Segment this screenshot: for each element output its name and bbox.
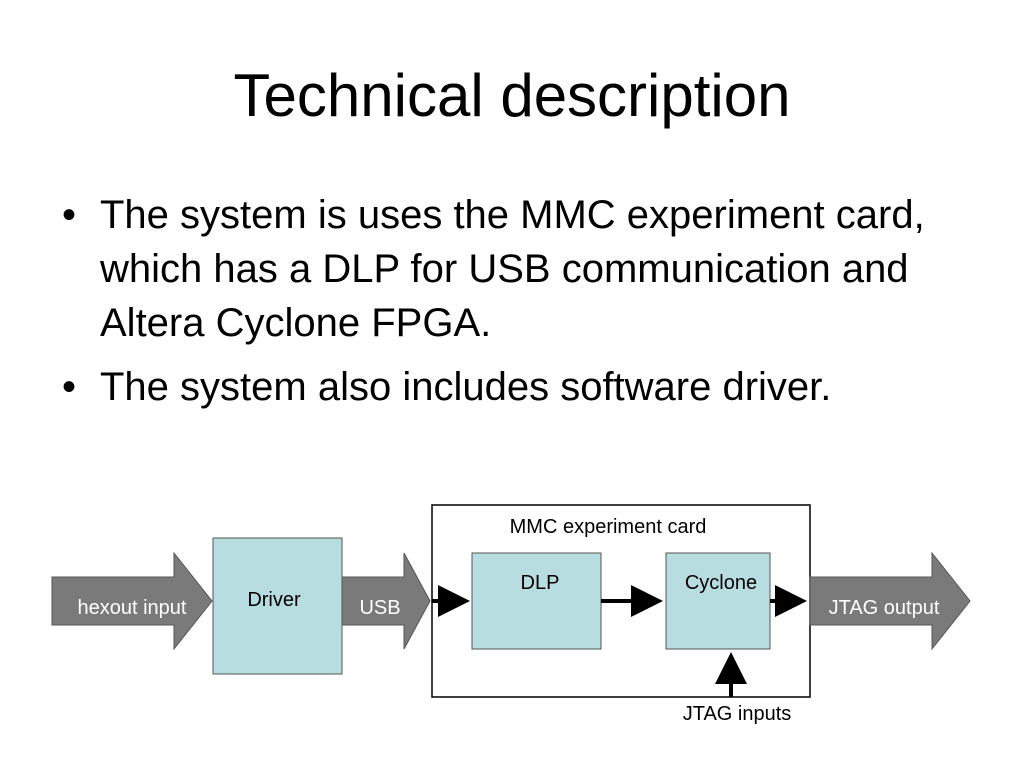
cyclone-label: Cyclone xyxy=(685,572,757,594)
bullet-list: • The system is uses the MMC experiment … xyxy=(62,188,982,424)
mmc-card-label: MMC experiment card xyxy=(510,516,707,538)
bullet-text: The system is uses the MMC experiment ca… xyxy=(100,193,925,345)
bullet-item: • The system is uses the MMC experiment … xyxy=(62,188,982,350)
dlp-block xyxy=(471,552,602,650)
bullet-icon: • xyxy=(62,193,77,237)
slide-title: Technical description xyxy=(233,62,791,129)
hexout-input-label: hexout input xyxy=(78,597,187,619)
jtag-inputs-label: JTAG inputs xyxy=(683,703,792,725)
bullet-icon: • xyxy=(62,365,77,409)
cyclone-block xyxy=(665,552,771,650)
bullet-text: The system also includes software driver… xyxy=(100,365,832,409)
driver-block xyxy=(212,537,343,675)
hexout-input-arrow xyxy=(51,551,213,651)
bullet-item: • The system also includes software driv… xyxy=(62,360,982,414)
jtag-output-arrow xyxy=(809,551,971,651)
dlp-label: DLP xyxy=(521,572,560,594)
usb-arrow xyxy=(341,552,431,650)
usb-label: USB xyxy=(359,597,400,619)
driver-label: Driver xyxy=(247,589,301,611)
jtag-output-label: JTAG output xyxy=(829,597,940,619)
